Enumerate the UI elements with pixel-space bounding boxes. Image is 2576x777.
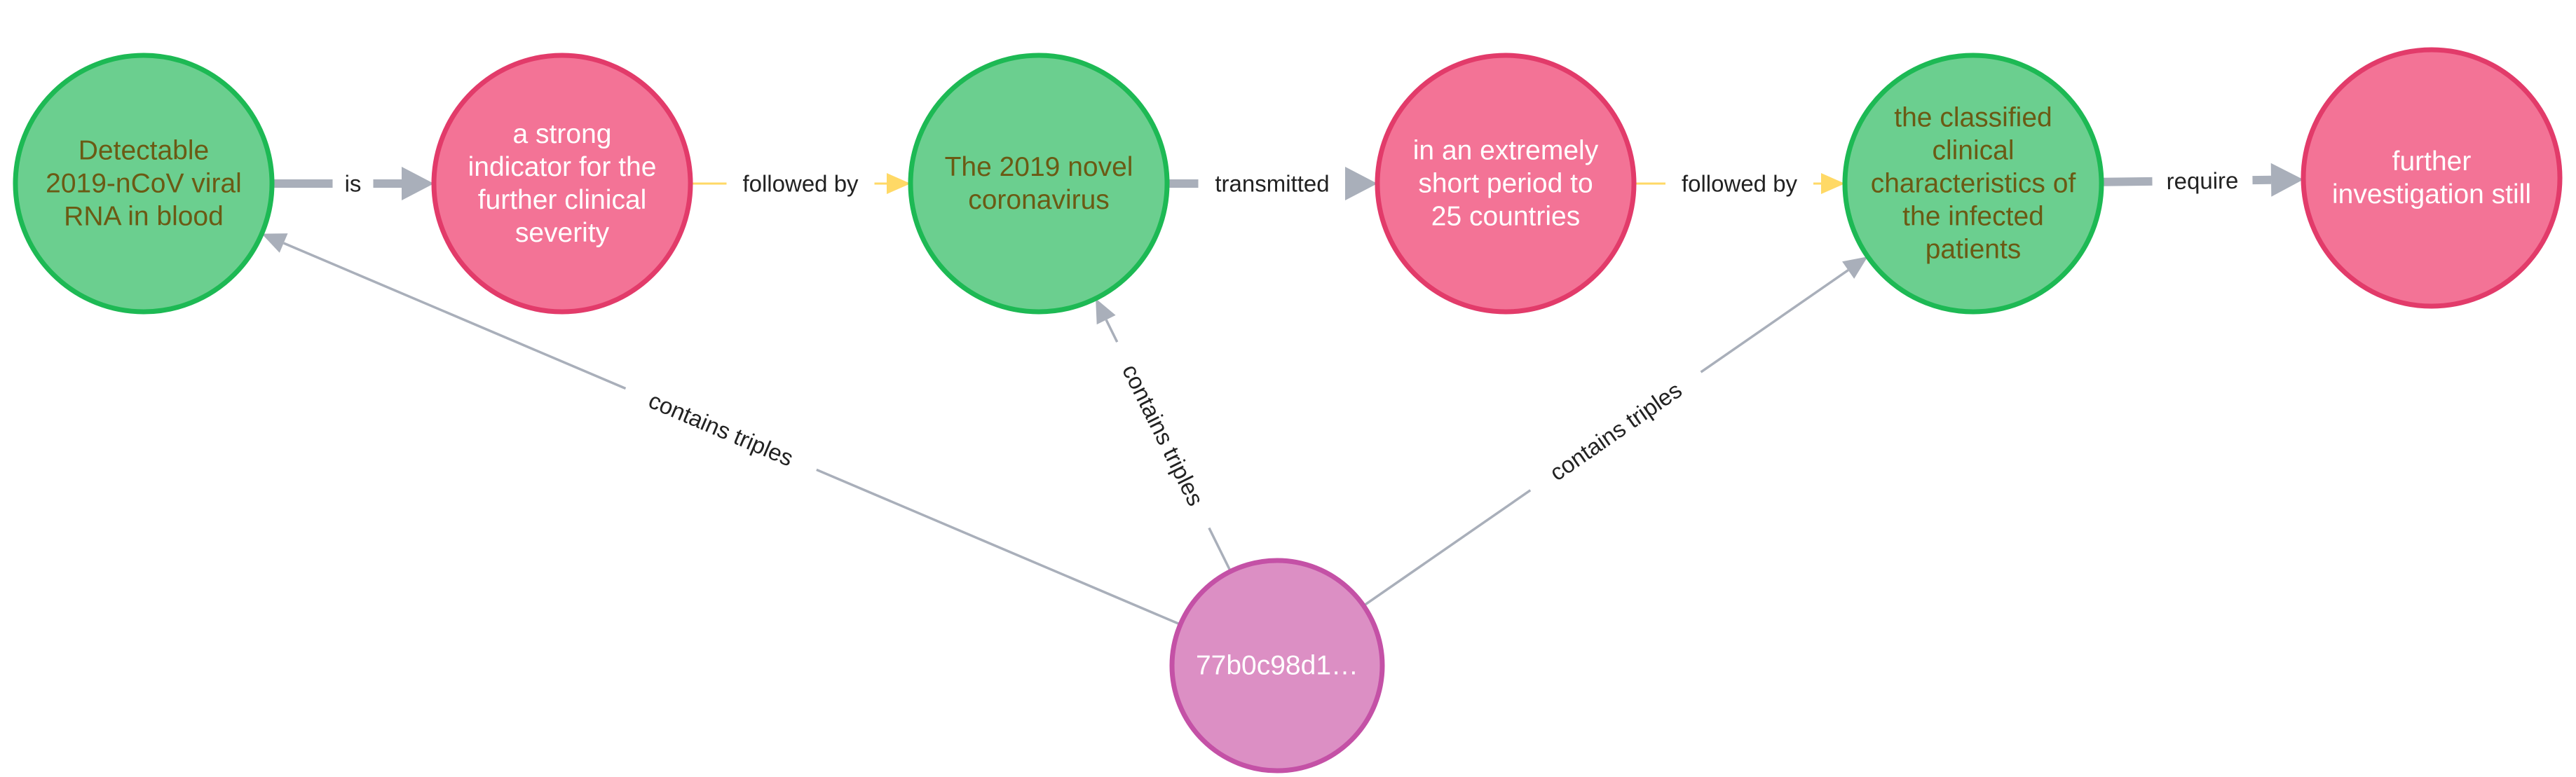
arrowhead-icon	[402, 167, 434, 200]
edge-label: followed by	[1682, 171, 1798, 197]
node-circle	[1375, 53, 1637, 315]
edge-label: is	[345, 171, 362, 197]
node-label-line: characteristics of	[1871, 169, 2076, 199]
node-label-line: RNA in blood	[64, 202, 224, 232]
edge-label: followed by	[742, 171, 859, 197]
edge-label-bg	[619, 374, 823, 484]
edge-label: transmitted	[1215, 171, 1329, 197]
node-circle	[1169, 558, 1385, 773]
edge-label: require	[2166, 167, 2238, 194]
edge-n5-n6[interactable]: require	[2101, 163, 2304, 197]
node-label-line: the classified	[1894, 103, 2052, 133]
node-label-line: Detectable	[79, 136, 209, 166]
node-doc[interactable]: 77b0c98d1…	[1169, 558, 1385, 773]
node-label-line: in an extremely	[1413, 136, 1599, 166]
edge-doc-n3[interactable]: contains triples	[1096, 298, 1232, 572]
arrowhead-icon	[1842, 256, 1868, 279]
node-label-line: a strong	[513, 119, 612, 149]
node-circle	[908, 53, 1170, 315]
node-circle	[431, 53, 693, 315]
node-label-line: further clinical	[478, 185, 647, 215]
node-label-line: 2019-nCoV viral	[46, 169, 242, 199]
node-label-line: patients	[1926, 235, 2022, 265]
node-label-line: severity	[515, 218, 610, 248]
edge-n4-n5[interactable]: followed by	[1634, 171, 1845, 197]
arrowhead-icon	[1096, 298, 1116, 325]
node-circle	[1842, 53, 2104, 315]
node-label-line: 77b0c98d1…	[1196, 651, 1358, 681]
node-label-line: short period to	[1418, 169, 1593, 199]
node-label-line: investigation still	[2332, 179, 2531, 209]
edge-label: contains triples	[645, 387, 797, 471]
arrowhead-icon	[261, 233, 288, 253]
node-circle	[2301, 47, 2563, 309]
edge-label-bg	[2152, 165, 2253, 197]
edge-label: contains triples	[1545, 377, 1686, 486]
node-label-line: coronavirus	[968, 185, 1110, 215]
node-label-line: the infected	[1902, 202, 2044, 232]
arrowhead-icon	[887, 173, 911, 194]
edge-label: contains triples	[1117, 360, 1209, 510]
node-label-line: further	[2392, 146, 2472, 177]
arrowhead-icon	[1821, 173, 1845, 194]
node-label-line: 25 countries	[1431, 202, 1580, 232]
edge-doc-n5[interactable]: contains triples	[1363, 256, 1868, 607]
arrowhead-icon	[2270, 163, 2304, 197]
node-label-line: indicator for the	[468, 152, 657, 182]
edge-label-bg	[1103, 335, 1223, 535]
arrowhead-icon	[1345, 167, 1377, 200]
node-label-line: The 2019 novel	[945, 152, 1133, 182]
edge-n1-n2[interactable]: is	[272, 167, 434, 200]
node-label-line: clinical	[1932, 136, 2014, 166]
edge-n2-n3[interactable]: followed by	[690, 171, 911, 197]
node-circle	[13, 53, 275, 315]
edge-n3-n4[interactable]: transmitted	[1167, 167, 1377, 200]
edge-label-bg	[1521, 359, 1710, 503]
